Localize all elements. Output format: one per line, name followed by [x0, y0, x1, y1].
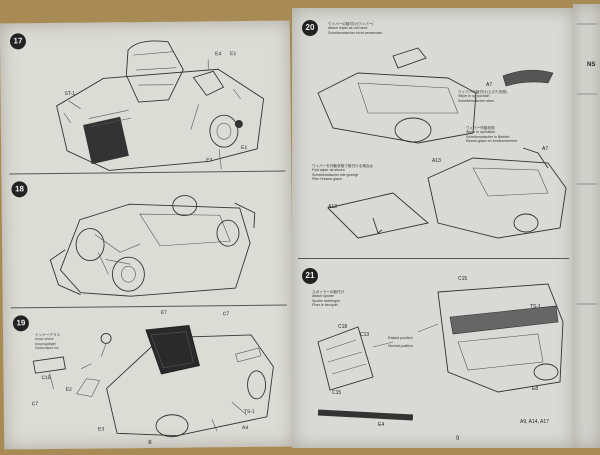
part-label-ts1: TS-1: [243, 408, 255, 415]
part-label-a13-bottom: A13: [328, 204, 337, 210]
part-label-c7-lower: C7: [31, 401, 39, 408]
left-page-number: 8: [148, 439, 152, 446]
step-20-note-side: ワイパー作動状態 Wiper in operation Scheibenwisc…: [466, 126, 518, 144]
step-21-option-normal: Normal position: [388, 344, 413, 348]
edge-page-lines: [577, 23, 597, 305]
edge-text: NS: [587, 62, 596, 68]
part-label-st1: ST-1: [64, 90, 76, 97]
part-label-c15-left: C15: [332, 390, 342, 396]
part-label-e7: E7: [160, 309, 167, 316]
step-21-panel: 21 スポイラーの取付け Attach spoiler Spoiler anbr…: [298, 262, 569, 434]
part-label-e3: E3: [98, 426, 105, 433]
step-20-note-left: ワイパーを作動状態で取付ける場合は Fold wiper as shown Sc…: [312, 164, 374, 182]
part-label-c15-top: C15: [458, 276, 468, 282]
right-page-number: 9: [456, 436, 460, 442]
part-label-c15: C15: [41, 375, 51, 382]
part-label-e3: E3: [206, 157, 213, 164]
step-21-option-raised: Raised position: [388, 336, 413, 340]
part-label-e1: E1: [230, 51, 237, 58]
part-label-e1-lower: E1: [241, 144, 248, 152]
step-18-illustration: [49, 195, 256, 297]
step-17-illustration: [56, 40, 265, 171]
step-number-20: 20: [302, 20, 318, 36]
part-label-e8: E8: [532, 386, 539, 392]
step-21-note: スポイラーの取付け Attach spoiler Spoiler anbring…: [312, 290, 345, 308]
step-20-note-mid: ワイパーの取付け(上げた状態) Wiper in up position Sch…: [458, 90, 508, 103]
part-label-e4: E4: [378, 422, 385, 428]
left-instruction-page: 17 E4 E1 E3 E1 ST-1 18: [0, 20, 295, 450]
step-number-21: 21: [302, 268, 318, 284]
part-label-a4: A4: [241, 424, 249, 432]
step-20-note-top: ワイパーの取付け(ワイパー) Attach wiper as not used …: [328, 22, 383, 35]
part-label-a13-left: A13: [432, 158, 441, 164]
right-instruction-page: 20 ワイパーの取付け(ワイパー) Attach wiper as not us…: [292, 8, 575, 448]
part-label-c18: C18: [338, 324, 348, 330]
step-19-illustration: [32, 325, 274, 438]
part-label-e4: E4: [215, 51, 222, 58]
adjacent-page-edge: NS: [573, 4, 600, 448]
step-17-panel: 17 E4 E1 E3 E1 ST-1: [7, 28, 286, 175]
part-label-a7-right: A7: [542, 146, 549, 152]
step-18-panel: 18: [9, 172, 287, 309]
step-21-illustration: [317, 283, 564, 421]
part-label-c13: C13: [360, 332, 370, 338]
step-20-panel: 20 ワイパーの取付け(ワイパー) Attach wiper as not us…: [298, 18, 569, 259]
part-label-c7: C7: [222, 311, 230, 318]
part-label-a7-top: A7: [486, 82, 493, 88]
part-label-a9-a14-a17: A9, A14, A17: [520, 419, 549, 425]
step-19-panel: 19 インナーグラス Inner mirror Innenspiegel Ret…: [11, 307, 288, 442]
part-label-ts1: TS-1: [530, 304, 541, 310]
step-20-illustration: [317, 47, 567, 239]
part-label-e2: E2: [65, 386, 72, 393]
